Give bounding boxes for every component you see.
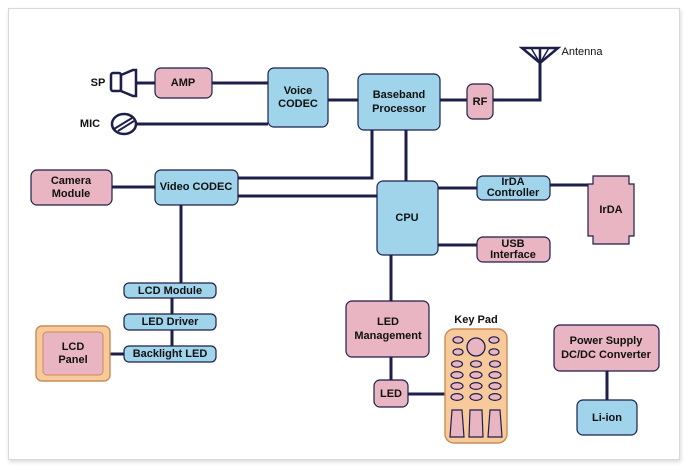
irda-controller-label-2: Controller (487, 187, 540, 199)
lcd-panel-label-2: Panel (58, 354, 87, 366)
video-codec-label: Video CODEC (160, 181, 233, 193)
cpu-label: CPU (395, 212, 418, 224)
led-block (373, 379, 409, 408)
rf-label: RF (473, 96, 488, 108)
irda-controller-label-1: IrDA (501, 176, 524, 188)
microphone-icon (110, 112, 138, 136)
usb-interface-block (476, 236, 551, 263)
usb-label-2: Interface (490, 249, 536, 261)
irda-label: IrDA (599, 204, 622, 216)
speaker-icon (109, 68, 138, 98)
baseband-processor-block (357, 73, 441, 131)
cpu-block (376, 180, 439, 256)
voice-codec-label-1: Voice (284, 85, 313, 97)
power-supply-label-1: Power Supply (570, 335, 644, 347)
power-supply-block (553, 324, 660, 372)
power-supply-label-2: DC/DC Converter (561, 349, 652, 361)
camera-label-2: Module (52, 188, 91, 200)
led-management-block (345, 300, 430, 358)
lcd-module-label: LCD Module (138, 285, 202, 297)
lcd-panel-label-1: LCD (62, 341, 85, 353)
led-driver-block (123, 313, 217, 331)
irda-controller-block (476, 175, 551, 201)
usb-label-1: USB (501, 238, 524, 250)
li-ion-block (576, 399, 638, 436)
baseband-label-1: Baseband (373, 89, 426, 101)
led-label: LED (380, 388, 402, 400)
camera-module-block (30, 169, 113, 206)
connection-lines (110, 60, 609, 400)
voice-codec-block (267, 67, 329, 128)
li-ion-label: Li-ion (592, 412, 622, 424)
keypad-icon (444, 328, 508, 444)
voice-codec-label-2: CODEC (278, 98, 318, 110)
sp-label: SP (91, 77, 106, 89)
mic-label: MIC (80, 118, 100, 130)
baseband-label-2: Processor (372, 103, 427, 115)
led-driver-label: LED Driver (142, 316, 200, 328)
video-codec-block (154, 169, 239, 206)
backlight-led-label: Backlight LED (133, 348, 208, 360)
antenna-label: Antenna (562, 46, 604, 58)
rf-block (466, 83, 494, 120)
lcd-panel-screen (42, 331, 104, 376)
keypad-title: Key Pad (454, 314, 497, 326)
irda-module-block (587, 175, 635, 245)
lcd-module-block (123, 282, 217, 299)
amp-label: AMP (171, 77, 195, 89)
led-management-label-1: LED (377, 316, 399, 328)
led-management-label-2: Management (354, 330, 422, 342)
antenna-icon (518, 46, 562, 65)
backlight-led-block (123, 345, 217, 363)
amp-block (154, 67, 213, 99)
camera-label-1: Camera (51, 175, 92, 187)
